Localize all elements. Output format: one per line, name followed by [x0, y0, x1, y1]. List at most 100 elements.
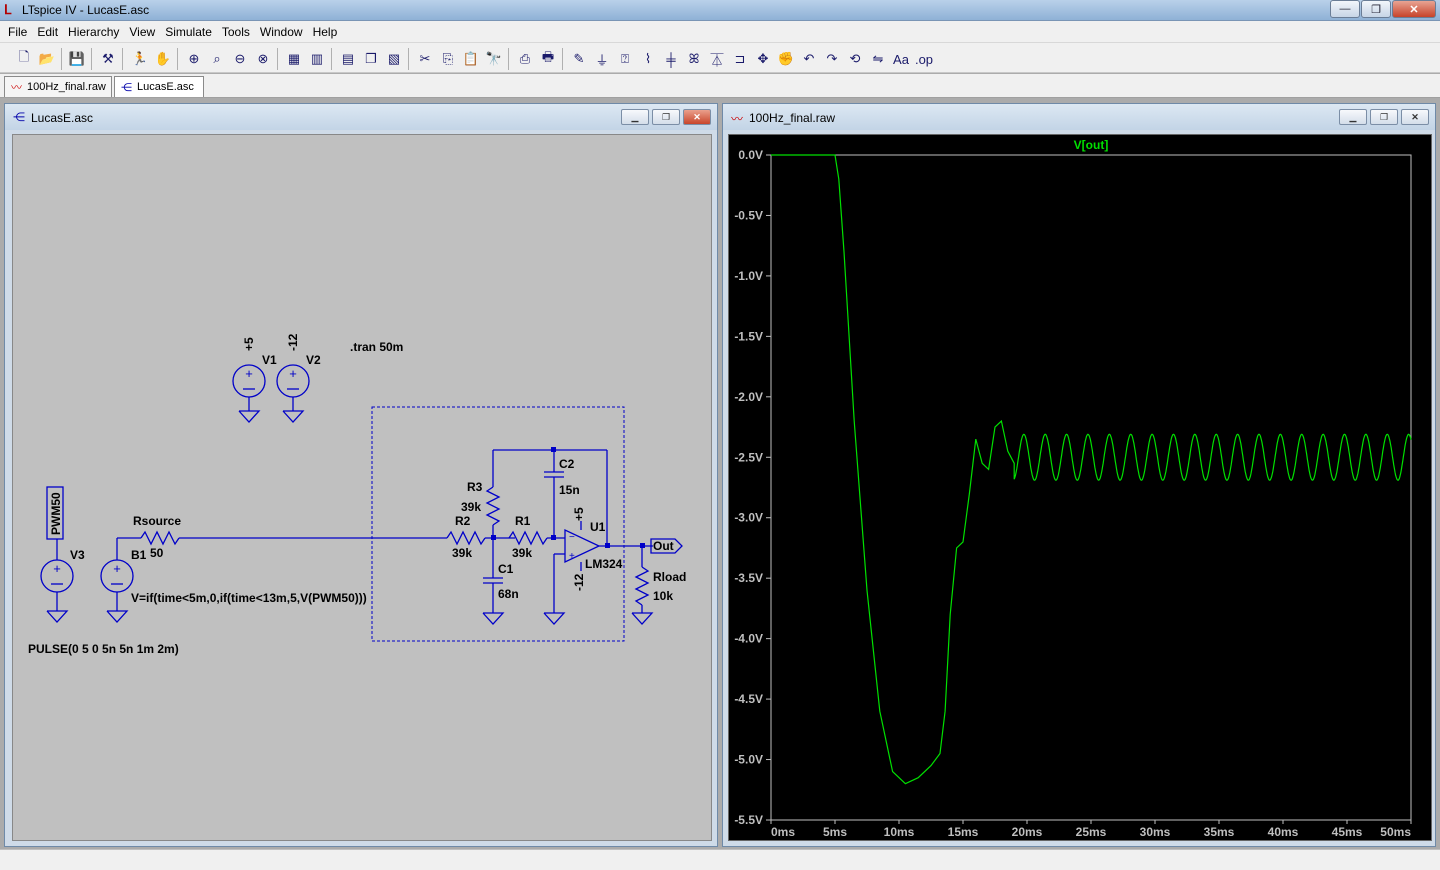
control-panel-icon[interactable]: ⚒ — [102, 51, 114, 66]
c2-name-label: C2 — [559, 457, 575, 471]
y-tick-label: -3.0V — [734, 511, 763, 525]
tab-waveform[interactable]: 〰 100Hz_final.raw — [4, 76, 112, 97]
grid-icon[interactable]: ▥ — [310, 51, 324, 66]
svg-text:+: + — [113, 561, 121, 576]
label-net-icon[interactable]: ⍰ — [621, 51, 629, 66]
rsource-resistor[interactable] — [140, 530, 180, 546]
drag-icon[interactable]: ✊ — [777, 51, 795, 66]
menu-view[interactable]: View — [129, 24, 156, 39]
print-preview-icon[interactable]: ⎙ — [519, 51, 531, 66]
rsource-value-label: 50 — [150, 546, 164, 560]
waveform-window-title: 100Hz_final.raw — [749, 111, 836, 125]
rsource-name-label: Rsource — [133, 514, 181, 528]
c1-name-label: C1 — [498, 562, 514, 576]
tile-vertical-icon[interactable]: ▧ — [387, 51, 401, 66]
v1-supply-label: +5 — [242, 337, 256, 351]
zoom-fit-icon[interactable]: ⊗ — [257, 51, 269, 66]
v2-name-label: V2 — [306, 353, 321, 367]
window-titlebar: ꓡ LTspice IV - LucasE.asc — ❐ ✕ — [0, 0, 1440, 21]
open-icon[interactable]: 📂 — [38, 51, 56, 66]
v2-source[interactable]: + — [276, 364, 310, 423]
b1-source[interactable]: + — [100, 538, 134, 623]
rotate-icon[interactable]: ⟲ — [849, 51, 861, 66]
cut-icon[interactable]: ✂ — [419, 51, 431, 66]
save-icon[interactable]: 💾 — [68, 51, 86, 66]
autorange-icon[interactable]: ▦ — [287, 51, 301, 66]
vout-trace[interactable] — [771, 154, 1412, 785]
r3-value-label: 39k — [461, 500, 481, 514]
schematic-canvas[interactable]: + +5 V1 + -12 V2 .tran 50m — [12, 134, 712, 841]
svg-text:+: + — [569, 551, 575, 562]
restore-button[interactable]: ❐ — [1361, 0, 1391, 18]
spice-directive-icon[interactable]: .op — [914, 51, 934, 67]
rload-name-label: Rload — [653, 570, 686, 584]
y-tick-label: -4.0V — [734, 632, 763, 646]
halt-icon[interactable]: ✋ — [154, 51, 172, 66]
waveform-minimize-button[interactable]: ▁ — [1339, 109, 1367, 125]
waveform-window-titlebar[interactable]: 〰 100Hz_final.raw ▁ ❐ ✕ — [723, 104, 1435, 130]
y-axis: 0.0V-0.5V-1.0V-1.5V-2.0V-2.5V-3.0V-3.5V-… — [734, 148, 771, 827]
menu-file[interactable]: File — [8, 24, 28, 39]
new-schematic-icon[interactable]: 🗋 — [18, 49, 30, 64]
close-button[interactable]: ✕ — [1392, 0, 1436, 18]
waveform-restore-button[interactable]: ❐ — [1370, 109, 1398, 125]
u1-model-label: LM324 — [585, 557, 623, 571]
zoom-out-icon[interactable]: ⊖ — [234, 51, 246, 66]
undo-icon[interactable]: ↶ — [803, 51, 815, 66]
diode-icon[interactable]: ⏄ — [710, 52, 724, 68]
resistor-icon[interactable]: ⌇ — [644, 51, 652, 66]
r3-resistor[interactable] — [485, 486, 501, 526]
inductor-icon[interactable]: ꕤ — [688, 51, 700, 66]
menu-hierarchy[interactable]: Hierarchy — [68, 24, 120, 39]
menu-help[interactable]: Help — [312, 24, 338, 39]
ground-icon[interactable]: ⏚ — [595, 52, 609, 68]
r1-resistor[interactable] — [508, 530, 548, 546]
v1-source[interactable]: + — [232, 364, 266, 423]
find-icon[interactable]: 🔭 — [485, 51, 503, 66]
r2-resistor[interactable] — [446, 530, 486, 546]
waveform-window: 〰 100Hz_final.raw ▁ ❐ ✕ V[out] 0.0V-0.5V… — [722, 103, 1436, 847]
capacitor-icon[interactable]: ╪ — [666, 51, 676, 67]
zoom-in-icon[interactable]: ⊕ — [188, 51, 200, 66]
menu-bar: File Edit Hierarchy View Simulate Tools … — [0, 21, 1440, 42]
svg-text:−: − — [569, 532, 575, 543]
menu-tools[interactable]: Tools — [221, 24, 250, 39]
waveform-close-button[interactable]: ✕ — [1401, 109, 1429, 125]
out-port-label: Out — [653, 539, 674, 553]
r2-value-label: 39k — [452, 546, 472, 560]
print-icon[interactable]: 🖶 — [541, 49, 555, 64]
tile-horizontal-icon[interactable]: ▤ — [341, 51, 355, 66]
minimize-button[interactable]: — — [1330, 0, 1360, 18]
mirror-icon[interactable]: ⇋ — [872, 51, 884, 66]
menu-window[interactable]: Window — [259, 24, 303, 39]
draw-wire-icon[interactable]: ✎ — [573, 51, 585, 66]
tran-directive[interactable]: .tran 50m — [350, 340, 403, 354]
cascade-icon[interactable]: ❐ — [365, 51, 377, 66]
toolbar: 🗋 📂 💾 ⚒ 🏃 ✋ ⊕ ⌕ ⊖ ⊗ ▦ ▥ ▤ ❐ ▧ ✂ ⎘ 📋 🔭 ⎙ … — [0, 42, 1440, 73]
pan-icon[interactable]: ⌕ — [213, 51, 221, 66]
waveform-plot[interactable]: V[out] 0.0V-0.5V-1.0V-1.5V-2.0V-2.5V-3.0… — [728, 134, 1432, 841]
schematic-window-titlebar[interactable]: ⋲ LucasE.asc ▁ ❐ ✕ — [5, 104, 717, 130]
svg-text:+: + — [245, 366, 253, 381]
v1-name-label: V1 — [262, 353, 277, 367]
menu-simulate[interactable]: Simulate — [165, 24, 212, 39]
trace-label[interactable]: V[out] — [1074, 138, 1109, 152]
menu-edit[interactable]: Edit — [37, 24, 59, 39]
schematic-restore-button[interactable]: ❐ — [652, 109, 680, 125]
u1-opamp[interactable]: − + — [543, 521, 653, 625]
copy-icon[interactable]: ⎘ — [442, 51, 454, 66]
x-tick-label: 50ms — [1380, 825, 1411, 839]
tab-schematic[interactable]: ⋲ LucasE.asc — [114, 76, 204, 97]
text-icon[interactable]: Aa — [893, 51, 909, 67]
u1-vneg-label: -12 — [572, 573, 586, 591]
run-icon[interactable]: 🏃 — [131, 51, 149, 66]
redo-icon[interactable]: ↷ — [826, 51, 838, 66]
schematic-minimize-button[interactable]: ▁ — [621, 109, 649, 125]
move-icon[interactable]: ✥ — [757, 51, 769, 66]
component-icon[interactable]: ⊐ — [734, 51, 746, 66]
schematic-close-button[interactable]: ✕ — [683, 109, 711, 125]
paste-icon[interactable]: 📋 — [462, 51, 480, 66]
v3-source[interactable]: + — [40, 486, 74, 623]
out-port[interactable] — [650, 538, 683, 554]
rload-resistor[interactable] — [634, 566, 650, 606]
